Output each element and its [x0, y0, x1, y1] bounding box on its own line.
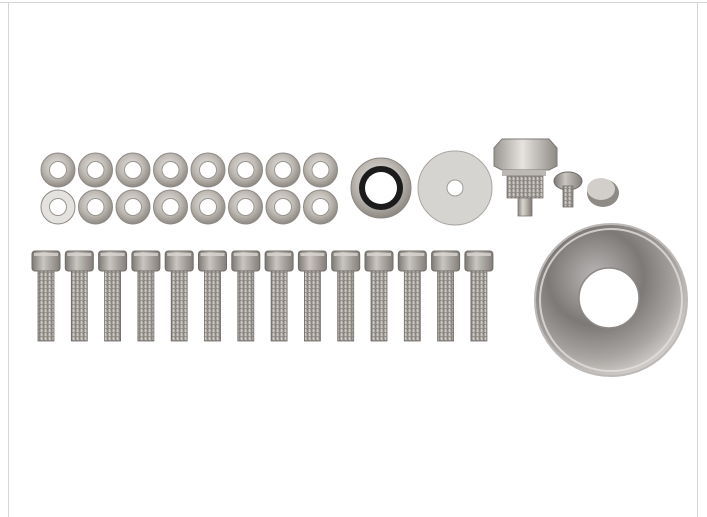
small-washer: [265, 189, 301, 225]
small-washer: [115, 152, 151, 188]
small-washer: [303, 189, 338, 225]
small-screw: [553, 171, 583, 208]
socket-cap-bolt: [131, 250, 161, 342]
socket-cap-bolt: [231, 250, 261, 342]
frame-border-right: [697, 2, 698, 517]
small-washer: [78, 189, 113, 225]
small-washer: [153, 189, 188, 225]
large-fender-washer: [534, 223, 688, 377]
small-washer: [40, 152, 76, 188]
small-washer: [153, 152, 188, 188]
frame-border-left: [8, 2, 9, 517]
socket-cap-bolt: [31, 250, 61, 342]
small-washer: [228, 152, 263, 188]
small-washer: [265, 152, 301, 188]
cap-plug: [587, 178, 619, 207]
small-washer: [228, 189, 263, 225]
socket-cap-bolt: [331, 250, 361, 342]
drain-plug: [493, 138, 558, 217]
small-washer: [115, 189, 151, 225]
socket-cap-bolt: [297, 250, 327, 342]
small-washer: [303, 152, 338, 188]
socket-cap-bolt: [431, 250, 461, 342]
small-washer: [190, 152, 226, 188]
sealing-washer: [350, 157, 412, 219]
socket-cap-bolt: [198, 250, 227, 342]
small-washer: [78, 152, 113, 188]
socket-bolts-group: [31, 250, 494, 342]
socket-cap-bolt: [264, 250, 294, 342]
socket-cap-bolt: [364, 250, 394, 342]
socket-cap-bolt: [98, 250, 128, 342]
small-washers-group: [40, 152, 338, 225]
socket-cap-bolt: [464, 250, 494, 342]
socket-cap-bolt: [164, 250, 194, 342]
small-washer: [40, 189, 76, 225]
small-washer: [190, 189, 226, 225]
flat-washer: [417, 150, 493, 226]
socket-cap-bolt: [64, 250, 94, 342]
socket-cap-bolt: [397, 250, 427, 342]
frame-border-top: [0, 2, 707, 3]
